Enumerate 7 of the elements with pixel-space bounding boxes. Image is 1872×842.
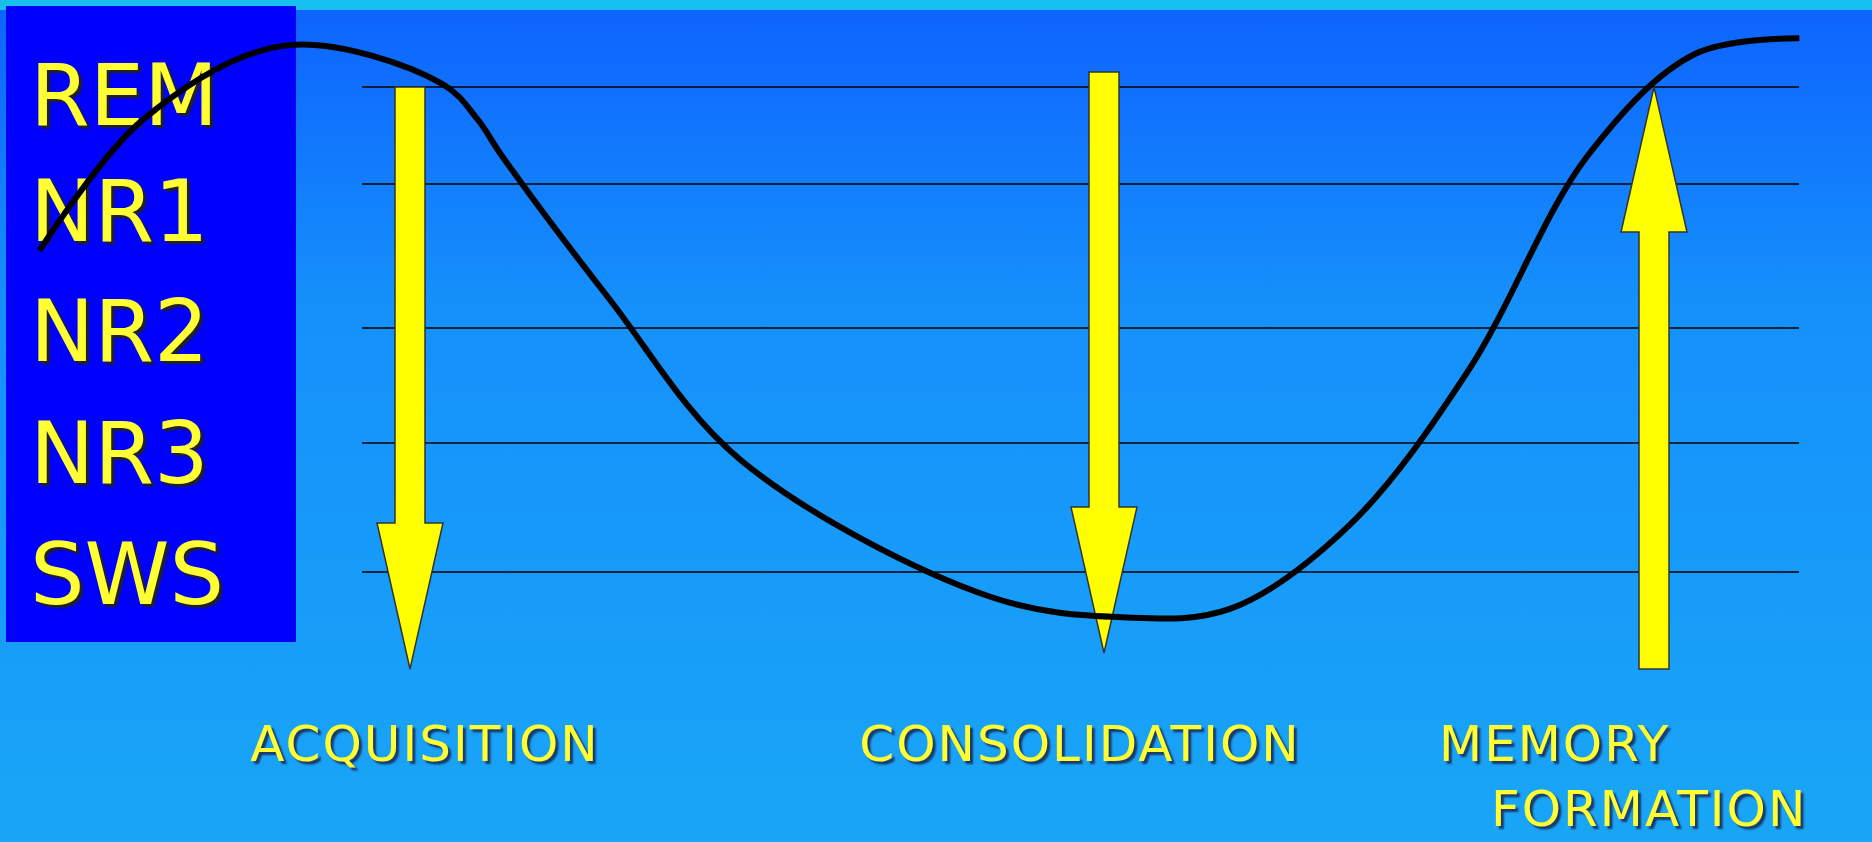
- phase-label: MEMORY FORMATION: [1439, 714, 1809, 840]
- sleep-stage-label: NR3: [30, 410, 209, 496]
- sleep-stage-label: SWS: [30, 531, 225, 617]
- sleep-stage-panel: [6, 6, 296, 642]
- phase-label: ACQUISITION: [249, 714, 601, 775]
- sleep-stage-label: NR2: [30, 288, 209, 374]
- phase-label: CONSOLIDATION: [858, 714, 1302, 775]
